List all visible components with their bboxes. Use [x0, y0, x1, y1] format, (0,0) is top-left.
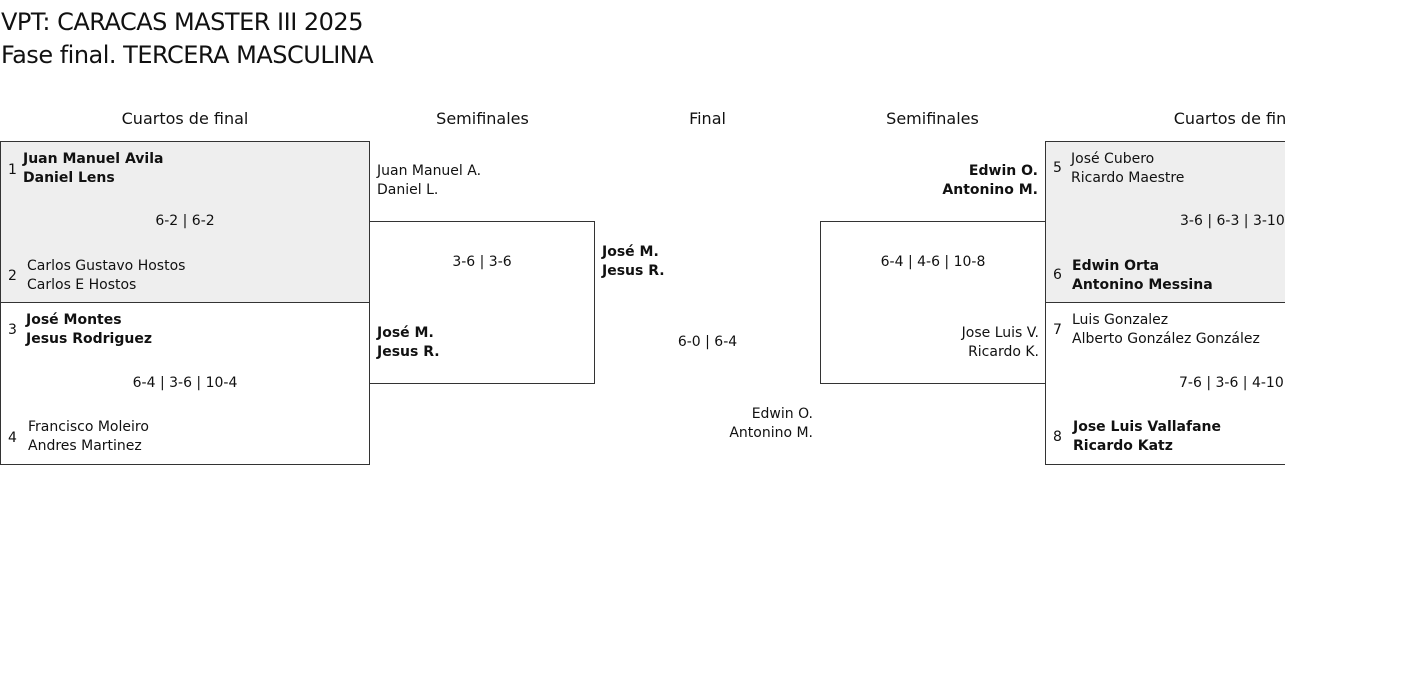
page-subtitle: Fase final. TERCERA MASCULINA — [1, 41, 374, 69]
match-qf-4[interactable]: 7 Luis Gonzalez Alberto González Gonzále… — [1045, 302, 1285, 465]
player-name: Ricardo K. — [968, 344, 1039, 360]
seed-number: 6 — [1053, 267, 1062, 283]
match-score: 7-6 | 3-6 | 4-10 — [1179, 375, 1284, 391]
header-cuartos-left: Cuartos de final — [121, 109, 249, 128]
player-name: Edwin O. — [968, 163, 1038, 179]
player-name: Carlos E Hostos — [27, 277, 137, 293]
player-name: José Montes — [26, 312, 122, 328]
player-name: José M. — [602, 244, 659, 260]
player-name: José Cubero — [1071, 151, 1155, 167]
match-score: 3-6 | 3-6 — [452, 254, 512, 270]
player-name: Juan Manuel A. — [377, 163, 482, 179]
match-score: 6-2 | 6-2 — [155, 213, 215, 229]
seed-number: 7 — [1053, 322, 1062, 338]
player-name: Luis Gonzalez — [1072, 312, 1169, 328]
team-sf-left-1: Juan Manuel A. Daniel L. — [377, 162, 481, 200]
final-score: 6-0 | 6-4 — [677, 334, 738, 350]
match-qf-1[interactable]: 1 Juan Manuel Avila Daniel Lens 6-2 | 6-… — [0, 141, 370, 303]
team-sf-left-2: José M. Jesus R. — [377, 324, 440, 362]
player-name: Jesus R. — [602, 263, 665, 279]
header-semis-left: Semifinales — [436, 109, 529, 128]
player-name: Daniel Lens — [23, 170, 115, 186]
team-final-2: Edwin O. Antonino M. — [600, 405, 813, 443]
team-qf2-winner: José Montes Jesus Rodriguez — [26, 311, 152, 349]
player-name: Jesus R. — [377, 344, 440, 360]
player-name: Andres Martinez — [28, 438, 142, 454]
player-name: Antonino M. — [942, 182, 1038, 198]
header-cuartos-right: Cuartos de fin — [1173, 109, 1287, 128]
player-name: Daniel L. — [377, 182, 439, 198]
seed-number: 3 — [8, 322, 17, 338]
match-score: 6-4 | 3-6 | 10-4 — [132, 375, 238, 391]
player-name: Jose Luis Vallafane — [1073, 419, 1221, 435]
team-qf4-loser: Luis Gonzalez Alberto González González — [1072, 311, 1260, 349]
team-qf1-loser: Carlos Gustavo Hostos Carlos E Hostos — [27, 257, 185, 295]
player-name: Edwin O. — [751, 406, 813, 422]
match-qf-3[interactable]: 5 José Cubero Ricardo Maestre 3-6 | 6-3 … — [1045, 141, 1285, 303]
match-sf-right[interactable]: 6-4 | 4-6 | 10-8 Jose Luis V. Ricardo K. — [820, 221, 1046, 384]
player-name: Antonino M. — [729, 425, 813, 441]
match-sf-left[interactable]: 3-6 | 3-6 José M. Jesus R. — [369, 221, 595, 384]
seed-number: 8 — [1053, 429, 1062, 445]
player-name: Jose Luis V. — [961, 325, 1039, 341]
seed-number: 4 — [8, 430, 17, 446]
match-score: 3-6 | 6-3 | 3-10 — [1180, 213, 1285, 229]
player-name: Antonino Messina — [1072, 277, 1213, 293]
team-qf3-loser: José Cubero Ricardo Maestre — [1071, 150, 1184, 188]
match-score: 6-4 | 4-6 | 10-8 — [880, 254, 986, 270]
seed-number: 5 — [1053, 160, 1062, 176]
player-name: Alberto González González — [1072, 331, 1260, 347]
header-semis-right: Semifinales — [886, 109, 979, 128]
player-name: Francisco Moleiro — [28, 419, 149, 435]
page-title: VPT: CARACAS MASTER III 2025 — [1, 8, 363, 36]
player-name: Ricardo Katz — [1073, 438, 1173, 454]
header-final: Final — [689, 109, 726, 128]
match-qf-2[interactable]: 3 José Montes Jesus Rodriguez 6-4 | 3-6 … — [0, 302, 370, 465]
team-qf4-winner: Jose Luis Vallafane Ricardo Katz — [1073, 418, 1221, 456]
player-name: Edwin Orta — [1072, 258, 1160, 274]
player-name: Jesus Rodriguez — [26, 331, 152, 347]
team-qf3-winner: Edwin Orta Antonino Messina — [1072, 257, 1213, 295]
player-name: José M. — [377, 325, 434, 341]
team-final-1: José M. Jesus R. — [602, 243, 665, 281]
team-sf-right-2: Jose Luis V. Ricardo K. — [831, 324, 1039, 362]
team-qf2-loser: Francisco Moleiro Andres Martinez — [28, 418, 149, 456]
team-qf1-winner: Juan Manuel Avila Daniel Lens — [23, 150, 163, 188]
player-name: Ricardo Maestre — [1071, 170, 1185, 186]
seed-number: 2 — [8, 268, 17, 284]
team-sf-right-1: Edwin O. Antonino M. — [830, 162, 1038, 200]
seed-number: 1 — [8, 162, 17, 178]
player-name: Carlos Gustavo Hostos — [27, 258, 186, 274]
player-name: Juan Manuel Avila — [23, 151, 164, 167]
